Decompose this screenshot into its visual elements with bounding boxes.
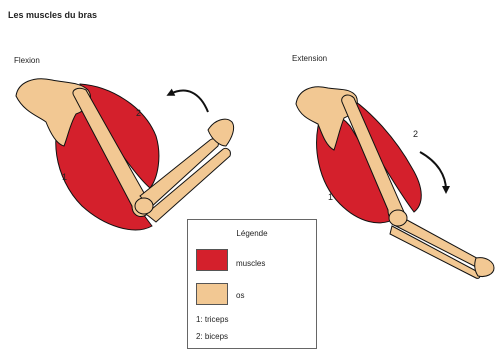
flexion-arrow [170, 91, 208, 112]
flexion-label-2: 2 [136, 108, 141, 118]
extension-elbow [389, 210, 407, 226]
flexion-elbow [135, 198, 153, 214]
flexion-arm [16, 79, 234, 230]
legend-label-bone: os [236, 291, 244, 300]
extension-arm [296, 87, 494, 279]
legend-note-triceps: 1: triceps [196, 315, 228, 324]
extension-label-1: 1 [328, 192, 333, 202]
extension-label-2: 2 [413, 129, 418, 139]
extension-arrow [420, 152, 446, 190]
legend-swatch-muscles [196, 249, 228, 271]
legend-label-muscles: muscles [236, 259, 265, 268]
legend-note-biceps: 2: biceps [196, 332, 228, 341]
legend-title: Légende [188, 229, 316, 238]
legend-box: Légende muscles os 1: triceps 2: biceps [187, 219, 317, 349]
extension-hand [475, 258, 494, 277]
flexion-label-1: 1 [62, 172, 67, 182]
legend-swatch-bone [196, 283, 228, 305]
